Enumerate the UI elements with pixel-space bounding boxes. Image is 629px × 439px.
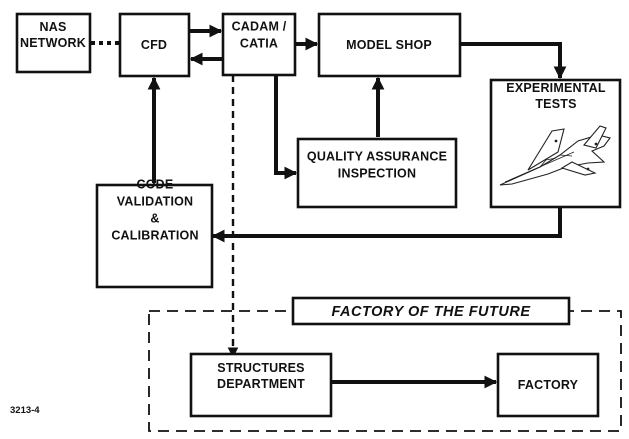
node-label-line: CALIBRATION bbox=[111, 229, 198, 243]
node-label-line: NAS bbox=[40, 20, 67, 34]
node-label-line: STRUCTURES bbox=[217, 361, 304, 375]
node-label-line: QUALITY ASSURANCE bbox=[307, 150, 447, 164]
code-validation-box: CODE VALIDATION & CALIBRATION bbox=[95, 178, 214, 289]
node-label-line: NETWORK bbox=[20, 36, 86, 50]
node-label-line: CODE bbox=[137, 178, 174, 192]
model-shop-to-tests-arrow bbox=[460, 42, 567, 80]
factory-box: FACTORY bbox=[496, 352, 600, 418]
svg-text:CFD: CFD bbox=[141, 38, 167, 52]
cadam-catia-box: CADAM / CATIA bbox=[221, 12, 297, 77]
region-title: FACTORY OF THE FUTURE bbox=[331, 304, 531, 320]
fighter-aircraft-icon bbox=[499, 125, 611, 186]
svg-text:FACTORY: FACTORY bbox=[518, 378, 579, 392]
node-label-line: EXPERIMENTAL bbox=[506, 81, 606, 95]
cadam-to-qa-arrow bbox=[274, 75, 298, 180]
nas-network-box: NAS NETWORK bbox=[15, 12, 92, 74]
svg-text:MODEL SHOP: MODEL SHOP bbox=[346, 38, 432, 52]
node-label-line: TESTS bbox=[535, 97, 576, 111]
node-label-line: & bbox=[150, 212, 159, 226]
structures-department-box: STRUCTURES DEPARTMENT bbox=[189, 352, 333, 418]
model-shop-box: MODEL SHOP bbox=[317, 12, 462, 78]
quality-assurance-box: QUALITY ASSURANCE INSPECTION bbox=[296, 137, 458, 209]
node-label-line: INSPECTION bbox=[338, 167, 416, 181]
svg-text:CADAM /CATIA: CADAM / CATIA bbox=[232, 20, 287, 51]
node-label-line: CATIA bbox=[240, 37, 278, 51]
figure-id: 3213-4 bbox=[10, 405, 40, 416]
node-label-line: MODEL SHOP bbox=[346, 38, 432, 52]
region-title-frame bbox=[291, 296, 571, 326]
node-label-line: CADAM / bbox=[232, 20, 287, 34]
node-label-line: DEPARTMENT bbox=[217, 377, 305, 391]
node-label-line: VALIDATION bbox=[117, 195, 194, 209]
tests-to-validation-arrow bbox=[211, 208, 562, 243]
node-label-line: CFD bbox=[141, 38, 167, 52]
cfd-box: CFD bbox=[118, 12, 191, 78]
node-label-line: FACTORY bbox=[518, 378, 579, 392]
